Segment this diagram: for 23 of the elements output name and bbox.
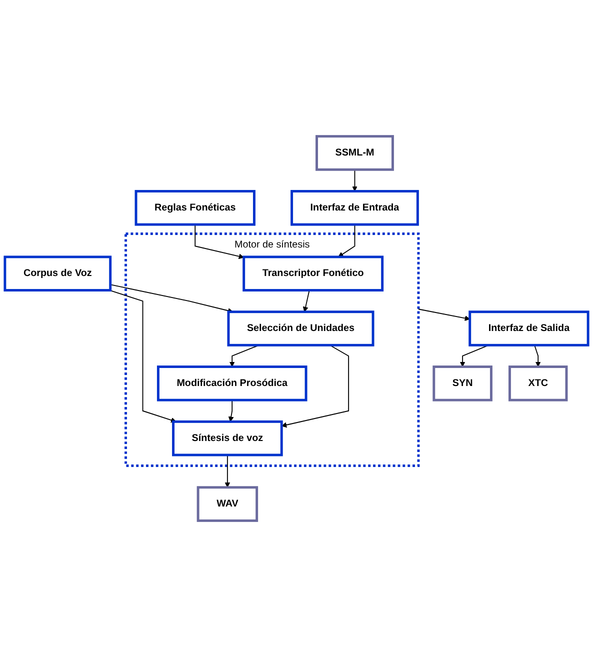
node-box: Reglas Fonéticas	[134, 190, 256, 226]
arrow	[110, 284, 234, 314]
arrow	[338, 224, 356, 258]
node-box: SSML-M	[316, 135, 394, 171]
arrow	[418, 308, 470, 321]
node-box: Interfaz de Entrada	[290, 190, 419, 226]
node-box: Transcriptor Fonético	[242, 256, 384, 292]
node-box: Selección de Unidades	[227, 310, 374, 346]
arrow	[194, 224, 244, 259]
arrow	[228, 400, 234, 422]
arrow	[302, 290, 310, 312]
arrow	[108, 290, 176, 423]
arrow	[281, 344, 350, 428]
node-box: SYN	[432, 366, 492, 402]
node-box: Interfaz de Salida	[468, 310, 590, 346]
node-box: WAV	[196, 486, 258, 522]
arrow	[534, 344, 541, 367]
node-box: Corpus de Voz	[4, 256, 112, 292]
node-box: Modificación Prosódica	[156, 366, 308, 402]
arrow	[224, 454, 230, 488]
node-box: Síntesis de voz	[172, 420, 283, 456]
node-box: XTC	[508, 366, 568, 402]
arrow	[352, 169, 358, 192]
